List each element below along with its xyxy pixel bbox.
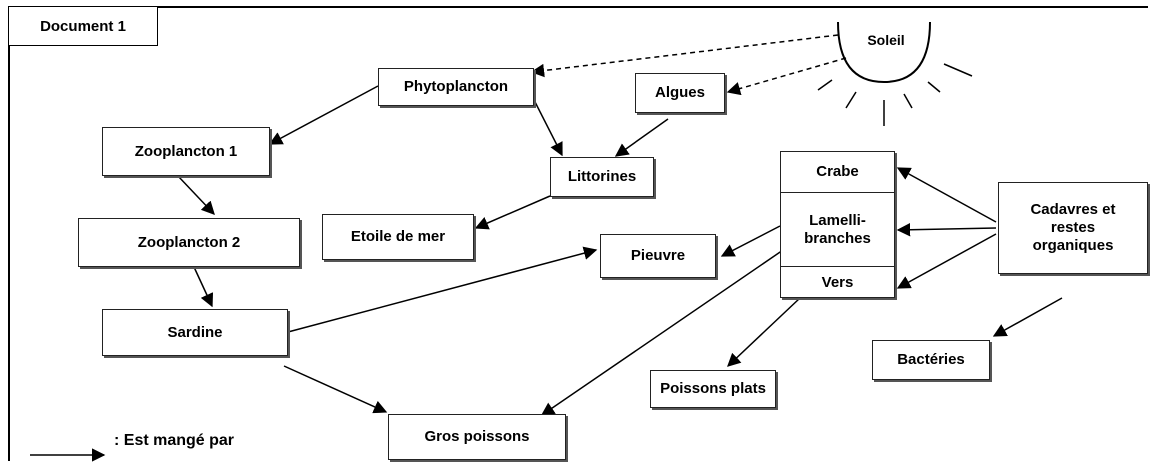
legend-label: : Est mangé par (114, 432, 235, 449)
document-title: Document 1 (8, 6, 158, 46)
frame-top-border (8, 6, 1148, 8)
arrow-cadavres-vers (896, 233, 997, 289)
arrow-lamelli-pieuvre (720, 225, 781, 257)
node-lamellibranches: Lamelli- branches (781, 194, 894, 267)
node-sardine: Sardine (102, 309, 288, 356)
arrow-algues-littorines (614, 118, 669, 157)
arrow-cadavres-crabe (896, 167, 997, 223)
node-gros-poissons: Gros poissons (388, 414, 566, 460)
node-zooplancton-1: Zooplancton 1 (102, 127, 270, 176)
arrow-littorines-etoile (474, 195, 551, 230)
arrow-phyto-littorines (531, 95, 563, 157)
arrow-phyto-zoo1 (268, 85, 379, 145)
sun-label: Soleil (867, 32, 905, 48)
arrow-zoo2-sardine (193, 266, 214, 308)
arrow-cadavres-lamelli (896, 223, 997, 237)
cadavres-line-2: restes (1050, 219, 1096, 236)
node-algues: Algues (635, 73, 725, 113)
node-zooplancton-2: Zooplancton 2 (78, 218, 300, 267)
node-poissons-plats: Poissons plats (650, 370, 776, 408)
frame-left-border (8, 6, 10, 461)
node-bacteries: Bactéries (872, 340, 990, 380)
arrow-cadavres-bacteries (992, 297, 1063, 337)
arrow-zoo1-zoo2 (177, 175, 215, 215)
cadavres-line-1: Cadavres et (1030, 201, 1116, 218)
cadavres-line-3: organiques (1032, 237, 1114, 254)
arrow-soleil-phytoplancton (530, 34, 839, 78)
sun-icon (837, 21, 931, 84)
node-vers: Vers (821, 273, 854, 291)
node-pieuvre: Pieuvre (600, 234, 716, 278)
node-etoile-de-mer: Etoile de mer (322, 214, 474, 260)
arrow-vers-poissonsplats (727, 297, 801, 367)
arrow-sardine-grospoissons (283, 365, 388, 414)
node-crabe: Crabe (781, 152, 894, 193)
node-phytoplancton: Phytoplancton (378, 68, 534, 106)
arrow-lamelli-grospoissons (540, 247, 787, 416)
lamellibranches-line-2: branches (804, 230, 871, 247)
arrow-sardine-pieuvre (287, 246, 598, 333)
arrow-soleil-algues (726, 57, 847, 96)
node-benthos-group: Crabe Lamelli- branches Vers (780, 151, 895, 298)
node-cadavres-restes-organiques: Cadavres et restes organiques (998, 182, 1148, 274)
lamellibranches-line-1: Lamelli- (809, 212, 866, 229)
node-littorines: Littorines (550, 157, 654, 197)
sun-rays (817, 63, 973, 126)
